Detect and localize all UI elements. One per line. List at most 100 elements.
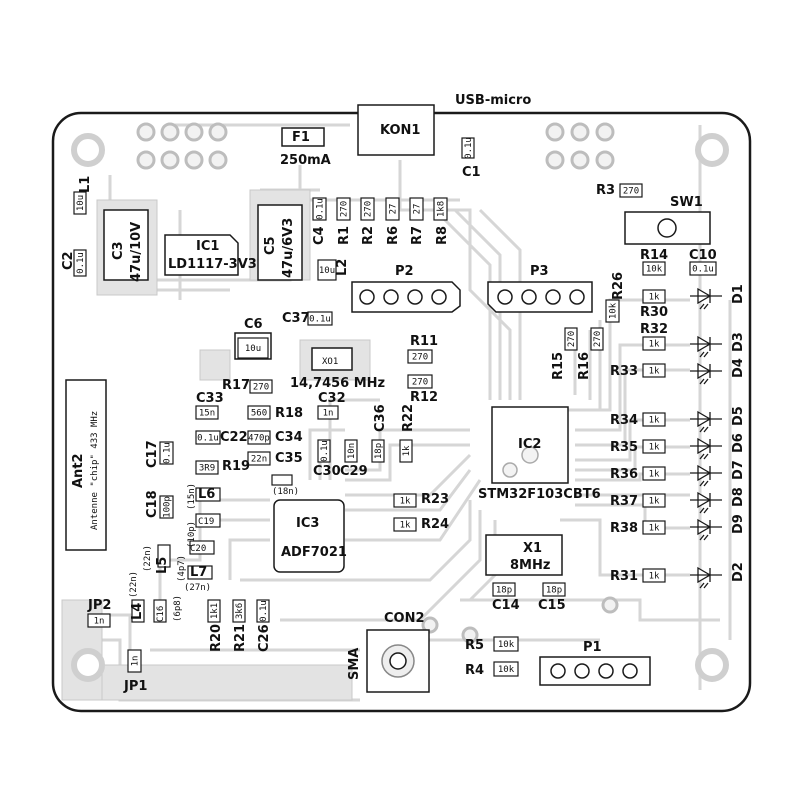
jp2-label: JP2 (87, 598, 111, 613)
r6-value-box-text: 27 (389, 204, 399, 215)
r19-value-box: 3R9 (195, 460, 219, 475)
r8-label: R8 (435, 226, 450, 245)
r17-value-box: 270 (249, 379, 273, 394)
r33-label: R33 (610, 364, 638, 379)
l2-value-box-rect (317, 259, 337, 281)
r8-value-box-rect (433, 197, 448, 221)
ic2-label: IC2 (518, 437, 541, 452)
d2-led-icon (690, 566, 722, 589)
r12-value-box-text: 270 (412, 378, 428, 388)
ic1-body (164, 234, 239, 276)
c34-value-box-rect (247, 430, 271, 445)
ant2-desc: Antenne "chip" 433 MHz (90, 411, 100, 530)
r6-label: R6 (386, 226, 401, 245)
d3-led-shape (690, 335, 722, 358)
c15-value-box-rect (542, 582, 566, 597)
c14-value-box-text: 18p (496, 586, 512, 596)
l4-value: (22n) (129, 571, 139, 598)
r3-value-box-rect (619, 183, 643, 198)
c35-value-box: 22n (247, 451, 271, 466)
r17-value-box-text: 270 (253, 383, 269, 393)
c2-value-box-rect (73, 249, 87, 277)
r20-value-box-rect (207, 599, 221, 623)
r18-value-box: 560 (247, 405, 271, 420)
c14-value-box-rect (492, 582, 516, 597)
c32-value-box-rect (317, 405, 339, 420)
r3-value-box: 270 (619, 183, 643, 198)
c3-label: C3 (111, 241, 126, 260)
l2-label: L2 (335, 259, 350, 276)
r4-value-box-text: 10k (498, 665, 515, 675)
c16-value: (6p8) (173, 595, 183, 622)
r15-value-box-rect (564, 327, 578, 351)
ic3-label: IC3 (296, 516, 319, 531)
r36-value-box-rect (642, 466, 666, 481)
r21-label: R21 (233, 624, 248, 652)
c35-label: C35 (275, 451, 303, 466)
r19-label: R19 (222, 459, 250, 474)
d1-led-icon (690, 287, 722, 310)
l6-label: L6 (198, 487, 215, 502)
p2-label: P2 (395, 264, 414, 279)
r11-value-box-rect (407, 349, 433, 364)
d6-led-icon (690, 437, 722, 460)
c30-value-box-rect (317, 439, 331, 463)
f1-label: F1 (292, 130, 310, 145)
r32-label: R32 (640, 322, 668, 337)
r24-value-box-text: 1k (400, 521, 411, 531)
l4-value-box-rect (131, 599, 145, 623)
d7-led-icon (690, 464, 722, 487)
led-symbols (690, 287, 722, 589)
c30-value-box: 0.1u (317, 439, 331, 463)
c37-label: C37 (282, 311, 310, 326)
d5-led-icon (690, 410, 722, 433)
r34-value-box: 1k (642, 412, 666, 427)
r35-label: R35 (610, 440, 638, 455)
c14-label: C14 (492, 598, 520, 613)
d4-led-icon (690, 362, 722, 385)
d6-led-shape (690, 437, 722, 460)
r32-value-box-rect (642, 336, 666, 351)
d7-label: D7 (731, 460, 746, 480)
r22-value-box: 1k (399, 439, 413, 463)
r23-value-box-rect (393, 493, 417, 508)
d7-led-shape (690, 464, 722, 487)
r12-value-box: 270 (407, 374, 433, 389)
l5-value-box (157, 544, 171, 568)
c22-value-box: 0.1u (195, 430, 221, 445)
c14-value-box: 18p (492, 582, 516, 597)
connector-pins (359, 218, 677, 679)
d5-led-shape (690, 410, 722, 433)
d1-led-shape (690, 287, 722, 310)
c16-label: C16 (156, 606, 166, 622)
r31-value-box: 1k (642, 568, 666, 583)
p1-label: P1 (583, 640, 602, 655)
c26-value-box-rect (256, 599, 270, 623)
r19-value-box-text: 3R9 (199, 464, 215, 474)
l3-value-box (271, 474, 293, 486)
r2-value-box-text: 270 (364, 201, 374, 217)
x1-body (485, 534, 563, 576)
r37-value-box-rect (642, 493, 666, 508)
c2-value-box: 0.1u (73, 249, 87, 277)
c4-value-box: 0.1u (312, 197, 327, 221)
d4-label: D4 (731, 358, 746, 378)
c30-label: C30 (313, 464, 341, 479)
jp2-value-box: 1n (87, 613, 111, 628)
c19-label: C19 (198, 517, 214, 527)
r15-value-box-text: 270 (567, 331, 577, 347)
d2-label: D2 (731, 562, 746, 582)
d9-label: D9 (731, 514, 746, 534)
c20-value-box (189, 540, 215, 555)
l1-label: L1 (78, 176, 93, 193)
c6-value-box-rect (237, 337, 269, 359)
kon1-label: KON1 (380, 123, 420, 138)
l1-value-box: 10u (73, 191, 87, 215)
r20-value-box-text: 1k1 (210, 603, 220, 619)
d6-label: D6 (731, 433, 746, 453)
c15-value-box-text: 18p (546, 586, 562, 596)
d9-led-shape (690, 518, 722, 541)
r1-value-box: 270 (336, 197, 351, 221)
c10-label: C10 (689, 248, 717, 263)
c15-label: C15 (538, 598, 566, 613)
